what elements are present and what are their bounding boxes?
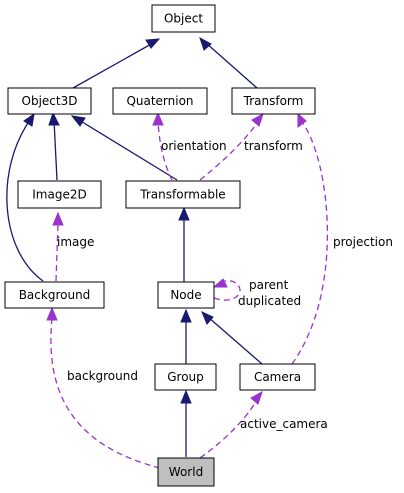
edge-label-parent: parent	[249, 278, 289, 292]
class-label-object3d: Object3D	[22, 94, 78, 108]
class-node-transformable[interactable]: Transformable	[125, 180, 241, 209]
edge-image	[55, 222, 59, 282]
edge-label-projection: projection	[333, 235, 393, 249]
edge-label-active-camera: active_camera	[240, 417, 328, 431]
arrowhead-object3d-3	[23, 112, 35, 127]
class-label-image2d: Image2D	[32, 188, 86, 202]
class-label-quaternion: Quaternion	[126, 94, 193, 108]
arrowhead-background	[46, 306, 58, 321]
edge-parent-duplicated	[213, 280, 241, 301]
edge-background-to-object3d	[6, 119, 44, 282]
arrowhead-object-2	[199, 36, 212, 51]
class-node-object[interactable]: Object	[151, 4, 216, 33]
edge-transformable-to-object3d	[78, 119, 178, 181]
edge-camera-to-node	[207, 316, 263, 365]
class-label-background: Background	[19, 288, 91, 302]
edge-label-orientation: orientation	[161, 139, 227, 153]
arrowhead-node-self	[212, 278, 228, 288]
edge-active-camera	[199, 399, 258, 459]
class-node-world[interactable]: World	[157, 457, 215, 487]
class-label-camera: Camera	[254, 370, 301, 384]
edge-object3d-to-object	[72, 42, 154, 89]
arrowhead-camera	[250, 390, 263, 405]
arrowhead-node	[180, 308, 192, 323]
edge-background	[50, 317, 161, 469]
class-node-group[interactable]: Group	[154, 363, 217, 391]
class-node-background[interactable]: Background	[4, 281, 105, 309]
class-label-transformable: Transformable	[139, 188, 225, 202]
arrowhead-object	[145, 38, 161, 49]
edge-projection	[291, 121, 329, 365]
arrowhead-image2d	[52, 211, 64, 226]
edge-label-background: background	[67, 369, 138, 383]
edge-label-duplicated: duplicated	[238, 294, 301, 308]
arrowhead-object3d	[48, 111, 60, 126]
edge-transform-to-object	[205, 42, 258, 89]
class-node-node[interactable]: Node	[157, 281, 215, 309]
class-node-image2d[interactable]: Image2D	[17, 180, 102, 209]
arrowhead-transform	[251, 112, 264, 127]
class-label-transform: Transform	[243, 94, 304, 108]
class-label-group: Group	[167, 370, 204, 384]
class-node-transform[interactable]: Transform	[231, 87, 316, 115]
arrowhead-node-2	[201, 311, 214, 325]
class-node-quaternion[interactable]: Quaternion	[112, 87, 208, 115]
class-node-camera[interactable]: Camera	[239, 363, 316, 391]
arrowhead-object3d-2	[70, 115, 86, 127]
arrowhead-transformable	[178, 206, 190, 221]
class-label-object: Object	[164, 12, 203, 26]
arrowhead-quaternion	[152, 111, 164, 126]
arrowhead-transform-2	[297, 112, 307, 128]
edge-transform	[199, 121, 259, 181]
arrowhead-group	[180, 389, 192, 404]
class-label-node: Node	[170, 288, 201, 302]
class-node-object3d[interactable]: Object3D	[7, 87, 92, 115]
edge-orientation	[157, 121, 173, 181]
edge-label-image: image	[57, 235, 94, 249]
edge-image2d-to-object3d	[53, 119, 58, 181]
class-label-world: World	[169, 465, 203, 479]
edge-label-transform: transform	[244, 139, 303, 153]
